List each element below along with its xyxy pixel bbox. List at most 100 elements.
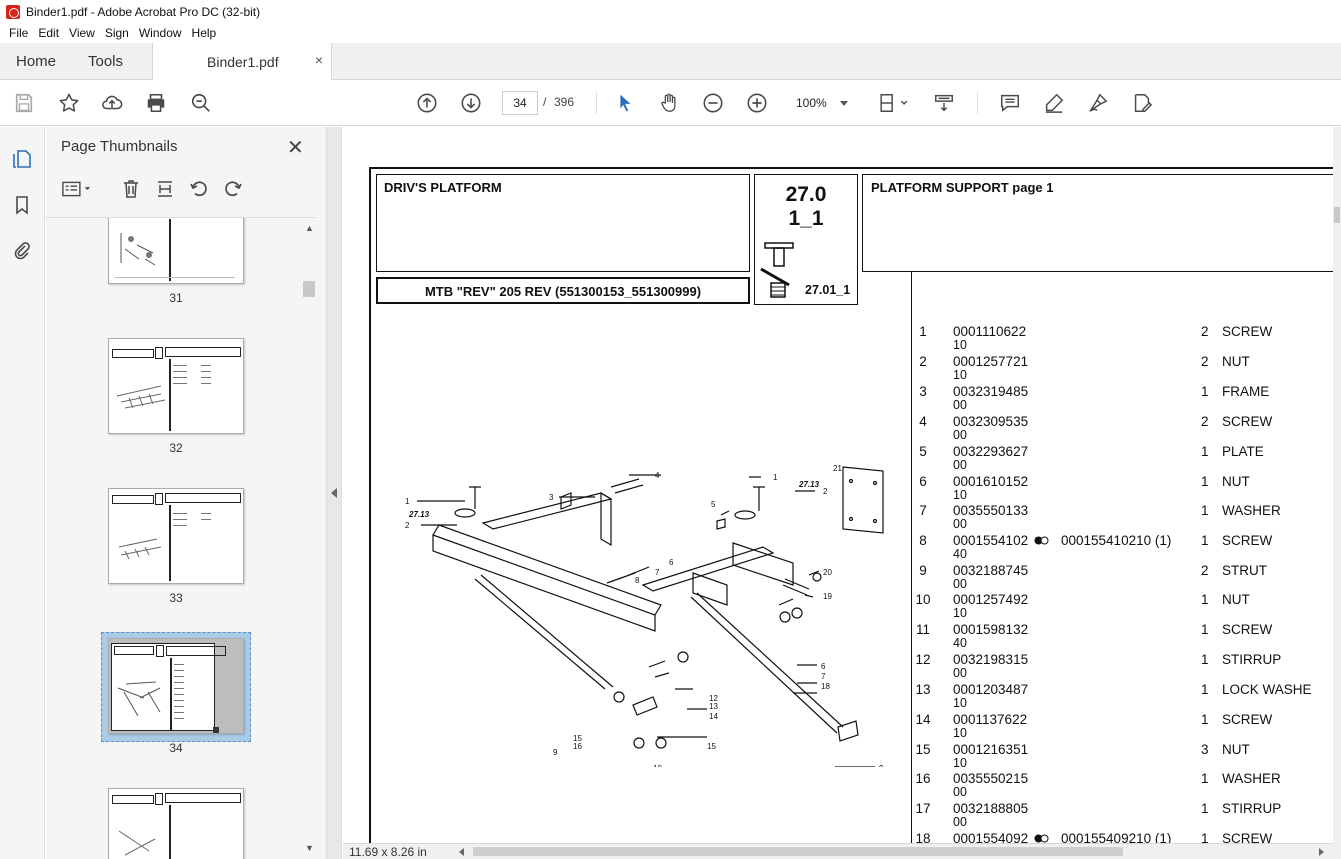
horizontal-scrollbar-thumb[interactable] bbox=[473, 847, 1123, 856]
part-desc: SCREW bbox=[1222, 324, 1273, 339]
part-number: 1 bbox=[919, 324, 927, 339]
tab-home[interactable]: Home bbox=[16, 53, 57, 70]
toolbar-divider bbox=[596, 92, 597, 114]
document-scrollbar[interactable] bbox=[1333, 127, 1341, 859]
part-code: 0001216351 bbox=[953, 742, 1029, 757]
rotate-right-icon[interactable] bbox=[221, 177, 245, 201]
thumbnail-options-icon[interactable] bbox=[60, 177, 96, 201]
page-thumbnails-icon[interactable] bbox=[10, 147, 34, 171]
zoom-out-icon[interactable] bbox=[701, 91, 725, 115]
upload-cloud-icon[interactable] bbox=[100, 91, 124, 115]
callout-label: 6 bbox=[821, 662, 826, 671]
section-title: DRIV'S PLATFORM bbox=[384, 180, 502, 195]
part-suffix: 00 bbox=[953, 398, 967, 412]
comment-icon[interactable] bbox=[998, 91, 1022, 115]
page-total: 396 bbox=[554, 95, 575, 109]
scroll-right-icon[interactable] bbox=[1319, 848, 1324, 856]
edit-document-icon[interactable] bbox=[1130, 91, 1154, 115]
part-desc: SCREW bbox=[1222, 533, 1273, 548]
select-cursor-icon[interactable] bbox=[613, 91, 637, 115]
highlight-pen-icon[interactable] bbox=[1042, 91, 1066, 115]
scroll-mode-icon[interactable] bbox=[932, 91, 956, 115]
tab-document[interactable]: Binder1.pdf × bbox=[152, 43, 332, 80]
next-page-icon[interactable] bbox=[459, 91, 483, 115]
tab-tools[interactable]: Tools bbox=[88, 53, 124, 70]
zoom-search-icon[interactable] bbox=[189, 91, 213, 115]
save-icon[interactable] bbox=[12, 91, 36, 115]
menu-sign[interactable]: Sign bbox=[104, 26, 129, 40]
part-qty: 1 bbox=[1201, 444, 1209, 459]
group-subcode: 1_1 bbox=[788, 207, 824, 230]
page-number-input[interactable]: 34 bbox=[502, 91, 538, 115]
section-title-box: DRIV'S PLATFORM bbox=[376, 174, 750, 272]
previous-page-icon[interactable] bbox=[415, 91, 439, 115]
delete-page-icon[interactable] bbox=[119, 177, 143, 201]
part-number: 2 bbox=[919, 354, 927, 369]
rotate-left-icon[interactable] bbox=[187, 177, 211, 201]
part-number: 10 bbox=[915, 592, 931, 607]
sign-pen-icon[interactable] bbox=[1086, 91, 1110, 115]
exploded-parts-diagram: 1 2 27.13 3 4 5 6 7 8 9 10 11 12 13 14 1… bbox=[405, 464, 884, 767]
thumbnail-page[interactable] bbox=[108, 338, 244, 434]
star-icon[interactable] bbox=[57, 91, 81, 115]
part-number: 13 bbox=[915, 682, 931, 697]
part-code: 0001203487 bbox=[953, 682, 1029, 697]
scroll-down-icon[interactable]: ▼ bbox=[305, 843, 314, 853]
collapse-left-icon[interactable] bbox=[331, 488, 337, 498]
zoom-in-icon[interactable] bbox=[745, 91, 769, 115]
part-desc: WASHER bbox=[1222, 771, 1281, 786]
scrollbar-thumb[interactable] bbox=[303, 281, 315, 297]
part-alt: 000155410210 (1) bbox=[1061, 533, 1172, 548]
panel-close-icon[interactable]: ✕ bbox=[287, 137, 304, 159]
thumbnail-page[interactable] bbox=[108, 218, 244, 284]
tab-close-icon[interactable]: × bbox=[314, 52, 323, 68]
part-code: 0001137622 bbox=[953, 712, 1028, 727]
menu-view[interactable]: View bbox=[69, 26, 95, 40]
part-suffix: 00 bbox=[953, 785, 967, 799]
part-desc: WASHER bbox=[1222, 503, 1281, 518]
bookmarks-icon[interactable] bbox=[10, 193, 34, 217]
part-alt: 000155409210 (1) bbox=[1061, 831, 1172, 843]
part-desc: LOCK WASHE bbox=[1222, 682, 1312, 697]
part-desc: NUT bbox=[1222, 354, 1250, 369]
thumbnail-drawing bbox=[117, 681, 161, 717]
thumbnail-scrollbar[interactable]: ▲ ▼ bbox=[302, 219, 316, 855]
attachments-icon[interactable] bbox=[10, 239, 34, 263]
part-number: 12 bbox=[915, 652, 931, 667]
callout-label: 15 bbox=[573, 734, 582, 743]
window-title: Binder1.pdf - Adobe Acrobat Pro DC (32-b… bbox=[26, 4, 261, 19]
menu-help[interactable]: Help bbox=[191, 26, 217, 40]
document-viewport[interactable]: DRIV'S PLATFORM MTB "REV" 205 REV (55130… bbox=[343, 127, 1333, 843]
print-icon[interactable] bbox=[144, 91, 168, 115]
hand-tool-icon[interactable] bbox=[657, 91, 681, 115]
callout-label: 15 bbox=[707, 742, 716, 751]
scroll-left-icon[interactable] bbox=[459, 848, 464, 856]
thumbnail-tools bbox=[46, 173, 326, 207]
thumbnail-page[interactable] bbox=[108, 788, 244, 859]
callout-label: 9 bbox=[553, 748, 558, 757]
callout-label: 1 bbox=[405, 497, 410, 506]
part-desc: FRAME bbox=[1222, 384, 1270, 399]
part-suffix: 10 bbox=[953, 606, 967, 620]
part-qty: 1 bbox=[1201, 831, 1209, 843]
document-scrollbar-thumb[interactable] bbox=[1334, 207, 1340, 223]
part-code: 0032293627 bbox=[953, 444, 1029, 459]
page-fit-icon[interactable] bbox=[876, 91, 912, 115]
thumbnail-page-selected[interactable] bbox=[108, 638, 244, 734]
insert-page-icon[interactable] bbox=[153, 177, 177, 201]
part-qty: 1 bbox=[1201, 384, 1209, 399]
menu-file[interactable]: File bbox=[9, 26, 29, 40]
scroll-up-icon[interactable]: ▲ bbox=[305, 223, 314, 233]
thumbnail-resize-handle[interactable] bbox=[213, 727, 219, 733]
panel-collapse-gutter[interactable] bbox=[326, 127, 342, 859]
menu-window[interactable]: Window bbox=[138, 26, 182, 40]
part-number: 14 bbox=[915, 712, 931, 727]
menu-edit[interactable]: Edit bbox=[38, 26, 60, 40]
zoom-level-select[interactable]: 100% bbox=[784, 91, 856, 115]
thumbnail-page[interactable] bbox=[108, 488, 244, 584]
